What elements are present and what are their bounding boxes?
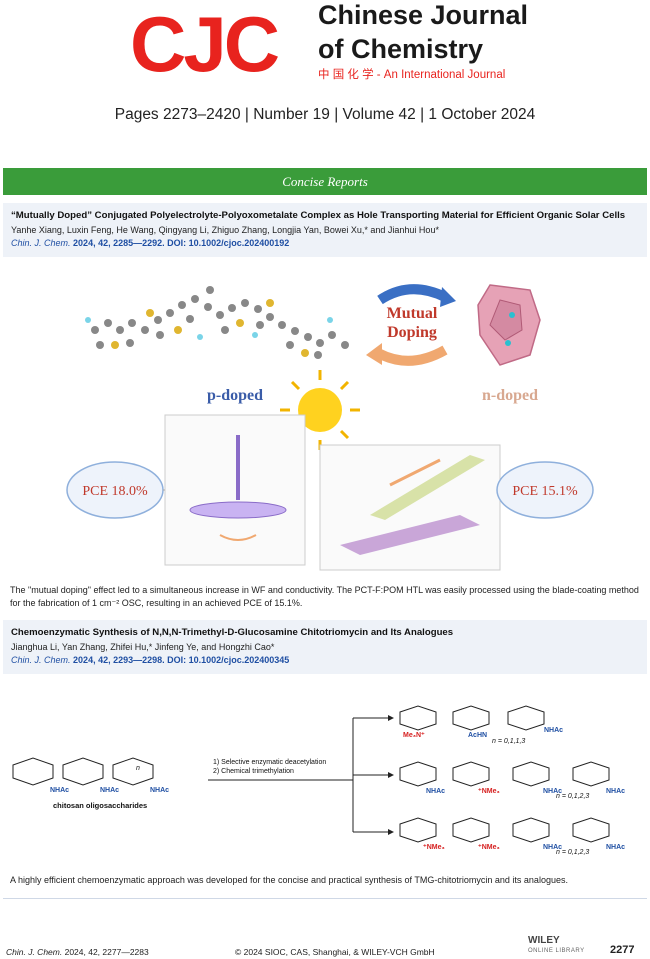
article2-caption: A highly efficient chemoenzymatic approa… — [10, 875, 568, 885]
svg-text:NHAc: NHAc — [544, 727, 563, 734]
n-doped-label: n-doped — [482, 387, 538, 404]
svg-text:NHAc: NHAc — [426, 788, 445, 795]
svg-text:n = 0,1,2,3: n = 0,1,2,3 — [556, 849, 589, 856]
article2-title[interactable]: Chemoenzymatic Synthesis of N,N,N-Trimet… — [11, 627, 454, 638]
svg-text:NHAc: NHAc — [150, 787, 169, 794]
svg-text:Me₃N⁺: Me₃N⁺ — [403, 732, 425, 739]
journal-title-line2: of Chemistry — [318, 34, 484, 64]
p-doped-label: p-doped — [207, 387, 263, 404]
journal-title-line1: Chinese Journal — [318, 0, 529, 30]
journal-subtitle: 中 国 化 学 - An International Journal — [318, 69, 506, 81]
doping-text: Doping — [387, 324, 437, 341]
article2-authors: Jianghua Li, Yan Zhang, Zhifei Hu,* Jinf… — [11, 642, 275, 652]
article2-graphical-abstract: NHAc NHAc NHAc n chitosan oligosaccharid… — [12, 705, 625, 856]
svg-text:NHAc: NHAc — [543, 844, 562, 851]
svg-text:NHAc: NHAc — [606, 844, 625, 851]
article1-graphical-abstract: Mutual Doping p-doped n-doped PCE 18.0% … — [66, 284, 594, 571]
svg-text:n = 0,1,1,3: n = 0,1,1,3 — [492, 738, 525, 745]
journal-title: Chinese Journal of Chemistry — [318, 0, 528, 64]
svg-text:⁺NMe₃: ⁺NMe₃ — [478, 788, 500, 795]
svg-text:NHAc: NHAc — [100, 787, 119, 794]
masthead: CJC Chinese Journal of Chemistry 中 国 化 学… — [0, 0, 650, 100]
svg-text:PCE 18.0%: PCE 18.0% — [82, 484, 148, 499]
product-2: NHAc ⁺NMe₃ NHAc NHAc n = 0,1,2,3 — [399, 761, 625, 800]
article1-reference[interactable]: Chin. J. Chem. 2024, 42, 2285—2292. DOI:… — [11, 238, 290, 248]
starting-oligosaccharide: NHAc NHAc NHAc n chitosan oligosaccharid… — [12, 757, 169, 810]
product-1: Me₃N⁺ AcHN NHAc n = 0,1,1,3 — [399, 705, 563, 745]
svg-text:NHAc: NHAc — [543, 788, 562, 795]
divider — [3, 898, 647, 899]
chitosan-label: chitosan oligosaccharides — [53, 801, 147, 810]
svg-text:NHAc: NHAc — [606, 788, 625, 795]
pce-left-badge: PCE 18.0% — [66, 461, 164, 519]
page-number: 2277 — [610, 944, 635, 956]
footer-copyright: © 2024 SIOC, CAS, Shanghai, & WILEY-VCH … — [235, 947, 435, 957]
svg-text:⁺NMe₃: ⁺NMe₃ — [423, 844, 445, 851]
svg-text:n: n — [136, 765, 140, 772]
product-3: ⁺NMe₃ ⁺NMe₃ NHAc NHAc n = 0,1,2,3 — [399, 817, 625, 856]
article1-authors: Yanhe Xiang, Luxin Feng, He Wang, Qingya… — [11, 225, 439, 235]
issue-info: Pages 2273–2420 | Number 19 | Volume 42 … — [114, 106, 536, 123]
svg-text:NHAc: NHAc — [50, 787, 69, 794]
page-footer: Chin. J. Chem. 2024, 42, 2277—2283 © 202… — [0, 935, 650, 959]
spin-coating-panel — [164, 414, 306, 566]
step1-label: 1) Selective enzymatic deacetylation — [213, 759, 326, 766]
article1-title[interactable]: “Mutually Doped” Conjugated Polyelectrol… — [11, 210, 626, 221]
footer-citation: Chin. J. Chem. 2024, 42, 2277—2283 — [6, 947, 149, 957]
mutual-doping-label: Mutual Doping — [366, 284, 456, 366]
svg-text:PCE 15.1%: PCE 15.1% — [512, 484, 578, 499]
article2-header: Chemoenzymatic Synthesis of N,N,N-Trimet… — [3, 620, 647, 674]
mutual-text: Mutual — [387, 305, 438, 322]
wiley-logo[interactable]: WILEY — [528, 935, 560, 946]
polymer-chain-illustration — [85, 286, 349, 359]
pce-right-badge: PCE 15.1% — [496, 461, 594, 519]
step2-label: 2) Chemical trimethylation — [213, 768, 294, 775]
svg-text:n = 0,1,2,3: n = 0,1,2,3 — [556, 793, 589, 800]
article1-header: “Mutually Doped” Conjugated Polyelectrol… — [3, 203, 647, 257]
journal-logo: CJC — [130, 0, 280, 88]
article1-caption: The "mutual doping" effect led to a simu… — [10, 585, 639, 608]
article2-reference[interactable]: Chin. J. Chem. 2024, 42, 2293—2298. DOI:… — [11, 655, 290, 665]
wiley-logo-sub: ONLINE LIBRARY — [528, 948, 585, 954]
svg-text:AcHN: AcHN — [468, 732, 487, 739]
svg-text:⁺NMe₃: ⁺NMe₃ — [478, 844, 500, 851]
polyoxometalate-cluster-illustration — [477, 284, 541, 366]
section-title: Concise Reports — [3, 168, 647, 195]
